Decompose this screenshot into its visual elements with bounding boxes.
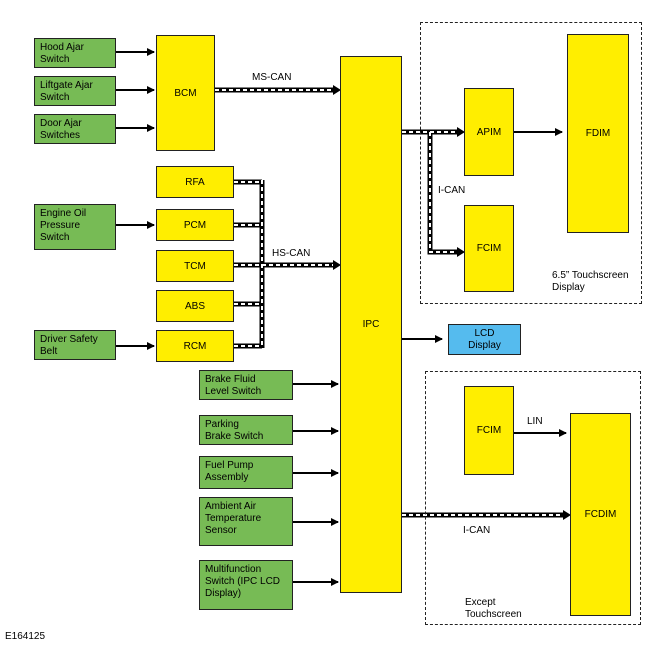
i-can-top-label: I-CAN: [438, 185, 466, 196]
tcm-module: TCM: [156, 250, 234, 282]
apim-module: APIM: [464, 88, 514, 176]
ipc-module: IPC: [340, 56, 402, 593]
liftgate-ajar-switch: Liftgate Ajar Switch: [34, 76, 116, 106]
abs-module: ABS: [156, 290, 234, 322]
door-ajar-switches: Door Ajar Switches: [34, 114, 116, 144]
hood-ajar-switch: Hood Ajar Switch: [34, 38, 116, 68]
fcim-top-module: FCIM: [464, 205, 514, 292]
hs-can-bus: [234, 179, 341, 349]
touchscreen-group-box: [420, 22, 642, 304]
ms-can-label: MS-CAN: [252, 72, 292, 83]
multifunction-switch: Multifunction Switch (IPC LCD Display): [199, 560, 293, 610]
fcim-bottom-module: FCIM: [464, 386, 514, 475]
figure-id: E164125: [5, 631, 46, 642]
touchscreen-group-label: 6.5” Touchscreen Display: [552, 270, 629, 293]
driver-safety-belt: Driver Safety Belt: [34, 330, 116, 360]
except-touchscreen-group-label: Except Touchscreen: [465, 597, 522, 620]
fcdim-module: FCDIM: [570, 413, 631, 616]
except-touchscreen-group-box: [425, 371, 641, 625]
ms-can-bus: [215, 85, 341, 95]
lin-label: LIN: [527, 416, 543, 427]
rcm-module: RCM: [156, 330, 234, 362]
i-can-bottom-label: I-CAN: [463, 525, 491, 536]
bcm-module: BCM: [156, 35, 215, 151]
fuel-pump-assembly: Fuel Pump Assembly: [199, 456, 293, 489]
ambient-air-temperature-sensor: Ambient Air Temperature Sensor: [199, 497, 293, 546]
i-can-bottom-bus: [402, 510, 571, 520]
hs-can-label: HS-CAN: [272, 248, 311, 259]
brake-fluid-level-switch: Brake Fluid Level Switch: [199, 370, 293, 400]
i-can-top-bus: [402, 127, 465, 257]
lcd-display: LCD Display: [448, 324, 521, 355]
pcm-module: PCM: [156, 209, 234, 241]
parking-brake-switch: Parking Brake Switch: [199, 415, 293, 445]
rfa-module: RFA: [156, 166, 234, 198]
fdim-module: FDIM: [567, 34, 629, 233]
engine-oil-pressure-switch: Engine Oil Pressure Switch: [34, 204, 116, 250]
